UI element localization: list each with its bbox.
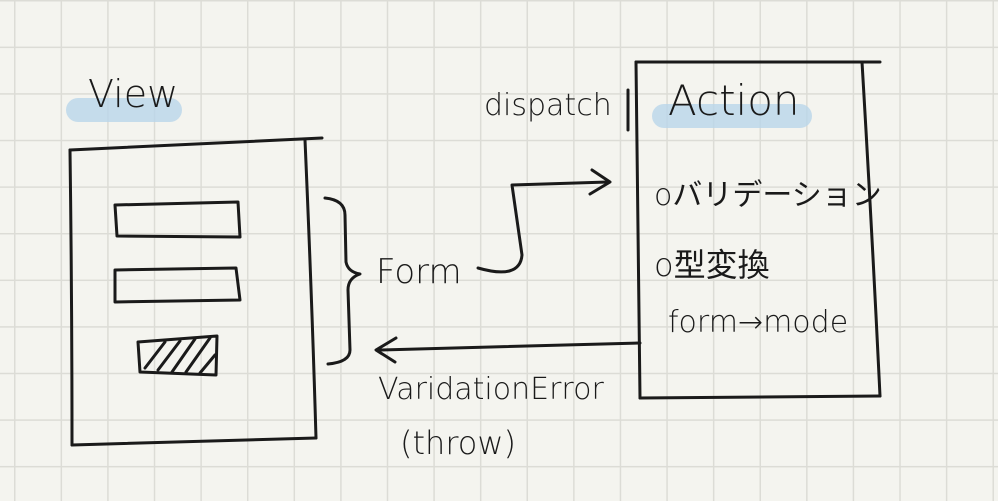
action-item-validation: oバリデーション	[654, 178, 882, 213]
error-sub-label: (throw)	[400, 424, 516, 462]
view-box	[68, 136, 324, 447]
action-box	[634, 60, 882, 400]
error-label: VaridationError	[378, 372, 604, 407]
view-title-highlight	[66, 98, 182, 122]
view-title: View	[88, 72, 179, 116]
action-item-form-to-model: form→mode	[668, 305, 849, 340]
action-title: Action	[668, 76, 800, 125]
form-field-1	[113, 200, 242, 239]
dispatch-arrow	[476, 168, 612, 274]
dispatch-label: dispatch	[484, 88, 612, 123]
submit-button-hatched	[136, 334, 219, 377]
form-label: Form	[376, 252, 462, 292]
form-brace	[323, 196, 362, 366]
action-item-type-conversion: o型変換	[654, 246, 770, 284]
action-title-highlight	[652, 104, 812, 128]
error-arrow	[374, 336, 642, 364]
form-field-2	[113, 266, 242, 304]
